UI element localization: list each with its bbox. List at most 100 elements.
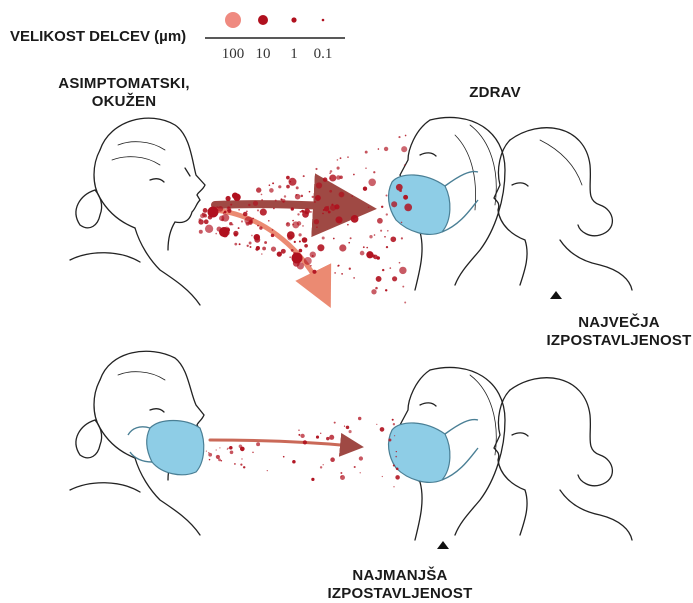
droplet-bottom bbox=[243, 466, 245, 468]
droplet-top bbox=[247, 245, 249, 247]
face-mask-bottom-left bbox=[147, 421, 204, 475]
droplet-top bbox=[329, 172, 331, 174]
droplet-top bbox=[398, 136, 400, 138]
droplet-bottom bbox=[292, 460, 296, 464]
droplet-bottom bbox=[320, 433, 321, 434]
droplet-top bbox=[392, 276, 397, 281]
highest-exposure-label: NAJVEČJA IZPOSTAVLJENOST bbox=[545, 314, 693, 350]
droplet-top bbox=[282, 199, 286, 203]
droplet-top bbox=[330, 170, 333, 173]
droplet-top bbox=[232, 192, 238, 198]
droplet-top bbox=[351, 215, 359, 223]
droplet-top bbox=[219, 216, 224, 221]
lowest-exposure-marker bbox=[437, 541, 449, 549]
droplet-top bbox=[291, 249, 294, 252]
droplet-cloud-bottom bbox=[206, 417, 400, 488]
droplet-top bbox=[292, 220, 294, 222]
droplet-top bbox=[271, 234, 275, 238]
droplet-top bbox=[259, 226, 262, 229]
droplet-bottom bbox=[241, 458, 242, 459]
droplet-top bbox=[368, 179, 376, 187]
droplet-top bbox=[396, 184, 403, 191]
droplet-bottom bbox=[359, 456, 363, 460]
droplet-top bbox=[315, 195, 321, 201]
droplet-bottom bbox=[311, 478, 314, 481]
droplet-top bbox=[389, 267, 391, 269]
droplet-top bbox=[257, 225, 259, 227]
lowest-exposure-line2: IZPOSTAVLJENOST bbox=[320, 585, 480, 603]
droplet-top bbox=[316, 226, 318, 228]
droplet-bottom bbox=[393, 423, 395, 425]
droplet-top bbox=[401, 222, 403, 224]
droplet-top bbox=[377, 218, 383, 224]
droplet-bottom bbox=[298, 430, 299, 431]
droplet-top bbox=[261, 199, 263, 201]
droplet-top bbox=[299, 233, 302, 236]
droplet-bottom bbox=[316, 436, 319, 439]
droplet-top bbox=[329, 190, 332, 193]
droplet-bottom bbox=[218, 458, 221, 461]
droplet-bottom bbox=[388, 438, 391, 441]
droplet-top bbox=[289, 181, 291, 183]
droplet-top bbox=[241, 220, 243, 222]
droplet-top bbox=[251, 235, 253, 237]
droplet-top bbox=[243, 212, 248, 217]
droplet-top bbox=[386, 195, 388, 197]
droplet-top bbox=[380, 230, 382, 232]
droplet-top bbox=[381, 206, 383, 208]
droplet-top bbox=[399, 267, 406, 274]
droplet-top bbox=[330, 205, 336, 211]
droplet-top bbox=[227, 207, 232, 212]
droplet-bottom bbox=[393, 465, 395, 467]
droplet-top bbox=[287, 235, 292, 240]
droplet-bottom bbox=[354, 466, 356, 468]
droplet-top bbox=[234, 243, 237, 246]
droplet-top bbox=[269, 188, 274, 193]
droplet-bottom bbox=[396, 468, 399, 471]
droplet-top bbox=[314, 201, 316, 203]
droplet-top bbox=[315, 168, 317, 170]
droplet-top bbox=[238, 227, 240, 229]
droplet-top bbox=[404, 164, 406, 166]
bystander-person-bottom bbox=[494, 378, 632, 540]
droplet-top bbox=[278, 185, 281, 188]
face-mask-bottom-right bbox=[389, 423, 450, 482]
droplet-bottom bbox=[395, 456, 397, 458]
droplet-bottom bbox=[300, 434, 304, 438]
droplet-top bbox=[322, 213, 324, 215]
droplet-bottom bbox=[209, 459, 211, 461]
droplet-top bbox=[304, 208, 310, 214]
droplet-top bbox=[373, 171, 375, 173]
droplet-bottom bbox=[230, 451, 234, 455]
legend-title: VELIKOST DELCEV (µm) bbox=[10, 28, 186, 45]
droplet-top bbox=[297, 221, 301, 225]
droplet-top bbox=[294, 241, 296, 243]
legend-dot-100 bbox=[225, 12, 241, 28]
droplet-top bbox=[272, 229, 274, 231]
droplet-top bbox=[200, 214, 205, 219]
highest-exposure-line1: NAJVEČJA bbox=[545, 314, 693, 332]
droplet-top bbox=[371, 289, 376, 294]
droplet-top bbox=[304, 257, 312, 265]
droplet-top bbox=[226, 196, 231, 201]
droplet-top bbox=[339, 244, 346, 251]
droplet-top bbox=[337, 159, 339, 161]
droplet-top bbox=[337, 265, 339, 267]
droplet-top bbox=[404, 302, 406, 304]
droplet-top bbox=[349, 268, 351, 270]
droplet-top bbox=[304, 244, 308, 248]
droplet-bottom bbox=[216, 455, 220, 459]
droplet-top bbox=[373, 255, 378, 260]
droplet-top bbox=[261, 194, 263, 196]
droplet-bottom bbox=[219, 447, 220, 448]
droplet-top bbox=[327, 206, 329, 208]
lowest-exposure-line1: NAJMANJŠA bbox=[320, 567, 480, 585]
droplet-bottom bbox=[303, 440, 307, 444]
infected-label-line1: ASIMPTOMATSKI, bbox=[44, 75, 204, 93]
droplet-top bbox=[300, 211, 302, 213]
droplet-top bbox=[386, 246, 388, 248]
droplet-top bbox=[402, 286, 404, 288]
droplet-cloud-top bbox=[198, 135, 412, 304]
droplet-top bbox=[273, 208, 275, 210]
droplet-bottom bbox=[396, 451, 397, 452]
